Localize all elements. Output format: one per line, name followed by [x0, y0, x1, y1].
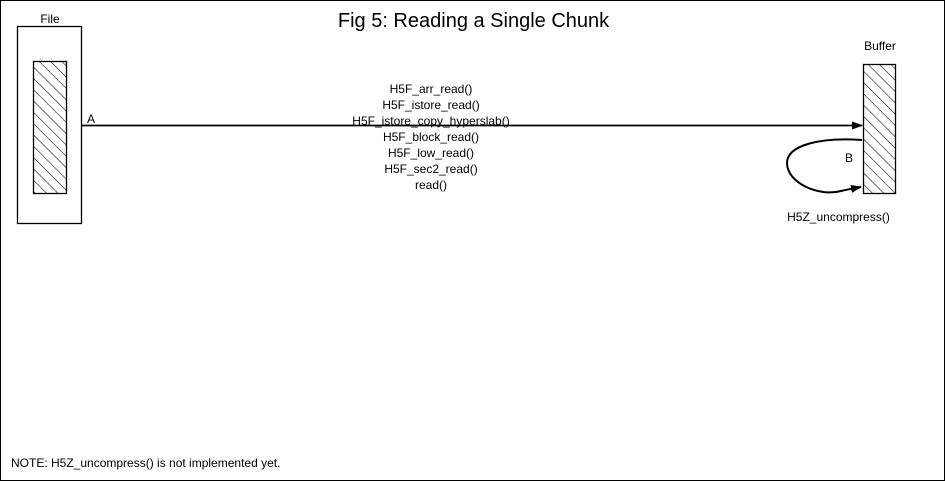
call-stack-item: H5F_low_read(): [387, 146, 475, 160]
call-stack-item: H5F_istore_copy_hyperslab(): [352, 114, 510, 128]
footer-note: NOTE: H5Z_uncompress() is not implemente…: [11, 456, 281, 470]
call-stack-item: H5F_sec2_read(): [384, 162, 478, 176]
buffer-rect: [862, 63, 897, 195]
page-title: Fig 5: Reading a Single Chunk: [337, 10, 610, 32]
call-stack-item: H5F_block_read(): [382, 130, 480, 144]
uncompress-loop-arrow: [785, 138, 863, 194]
uncompress-loop-label: H5Z_uncompress(): [787, 210, 890, 224]
file-node-label: File: [40, 12, 60, 26]
call-stack-list: H5F_arr_read() H5F_istore_read() H5F_ist…: [281, 81, 581, 193]
file-chunk-rect: [32, 60, 68, 195]
call-stack-item: read(): [414, 178, 447, 192]
call-stack-item: H5F_istore_read(): [382, 98, 480, 112]
call-stack-item: H5F_arr_read(): [389, 82, 473, 96]
edge-marker-a: A: [87, 112, 96, 126]
buffer-node-label: Buffer: [864, 39, 896, 53]
edge-marker-b: B: [845, 151, 854, 165]
